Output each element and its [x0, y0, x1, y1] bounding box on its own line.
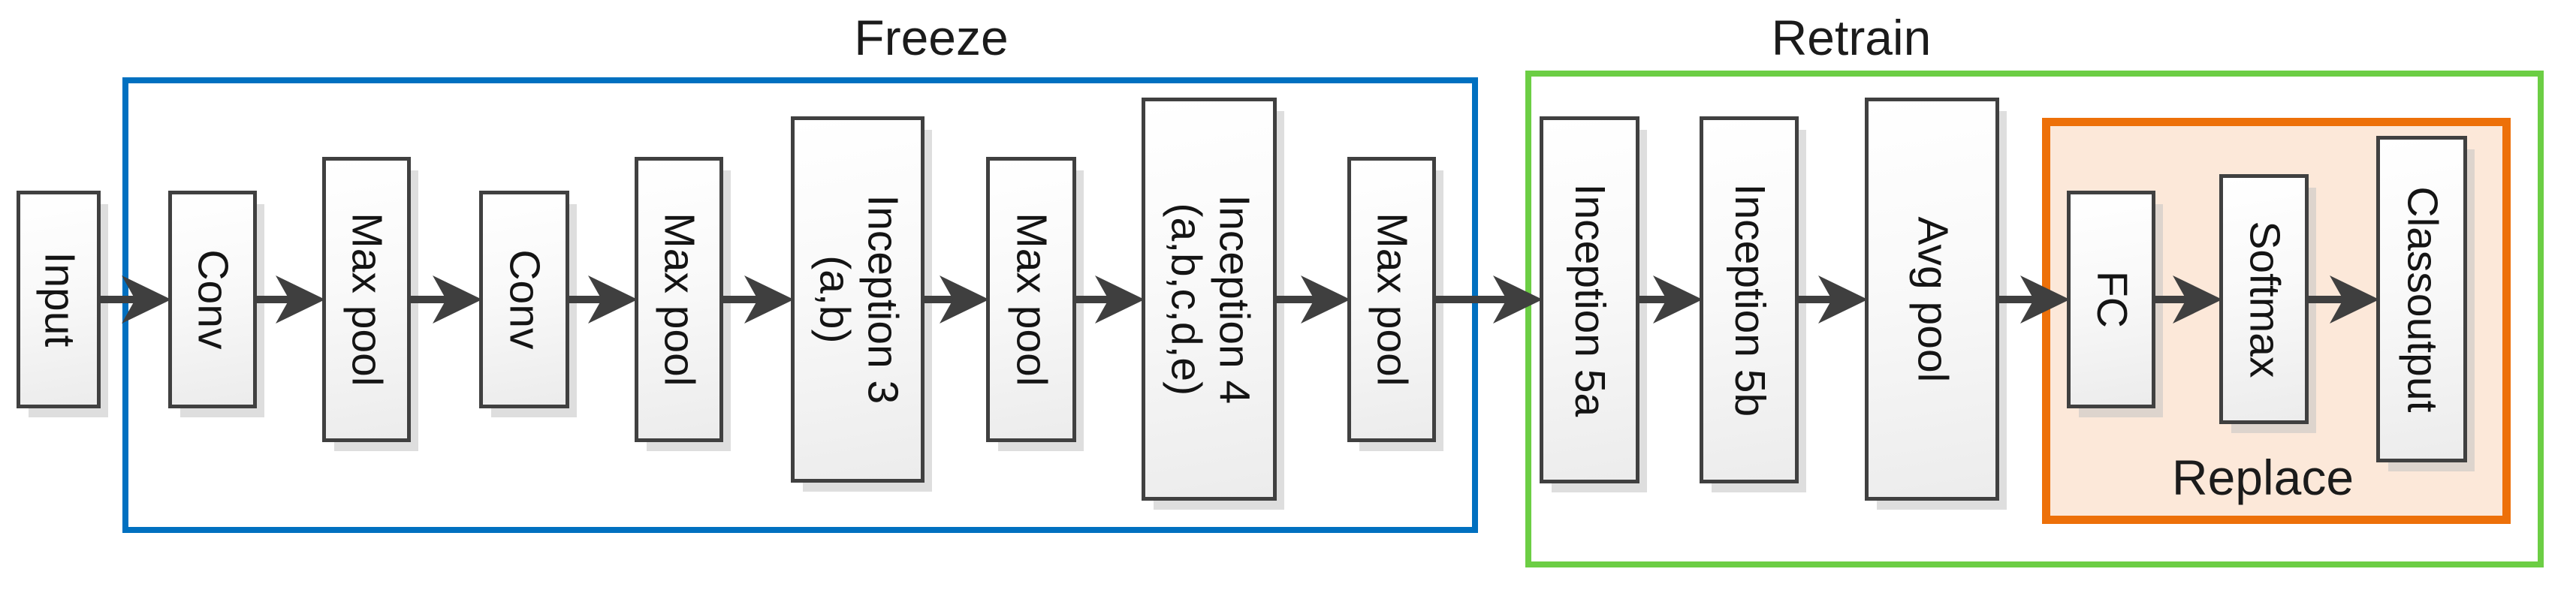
node-label: Inception 5b [1725, 183, 1774, 417]
node-max-pool-2: Max pool [635, 157, 723, 442]
node-input: Input [17, 191, 101, 408]
node-max-pool-3: Max pool [986, 157, 1076, 442]
node-label: Conv [500, 249, 549, 350]
node-inception-5b: Inception 5b [1700, 116, 1799, 483]
node-label: FC [2087, 271, 2136, 328]
node-max-pool-4: Max pool [1347, 157, 1436, 442]
node-classoutput: Classoutput [2376, 136, 2467, 462]
node-conv-2: Conv [479, 191, 569, 408]
node-label: Inception 3 (a,b) [810, 194, 906, 405]
node-label: Max pool [1368, 212, 1416, 387]
node-label: Inception 5a [1566, 183, 1615, 417]
node-avg-pool: Avg pool [1865, 98, 1999, 501]
node-inception-5a: Inception 5a [1540, 116, 1639, 483]
node-label: Conv [189, 249, 237, 350]
retrain-label: Retrain [1771, 10, 1932, 65]
node-label: Softmax [2240, 220, 2289, 378]
node-label: Classoutput [2398, 185, 2447, 412]
node-max-pool-1: Max pool [322, 157, 411, 442]
node-inception-4: Inception 4 (a,b,c,d,e) [1142, 98, 1277, 501]
replace-label: Replace [2171, 450, 2354, 505]
node-label: Inception 4 (a,b,c,d,e) [1162, 194, 1258, 404]
node-inception-3: Inception 3 (a,b) [791, 116, 925, 483]
node-fc: FC [2067, 191, 2155, 408]
node-label: Input [35, 251, 83, 348]
node-label: Max pool [342, 212, 391, 387]
freeze-label: Freeze [854, 10, 1009, 65]
node-softmax: Softmax [2219, 174, 2309, 424]
node-conv-1: Conv [168, 191, 257, 408]
node-label: Max pool [1007, 212, 1056, 387]
node-label: Avg pool [1908, 216, 1957, 382]
node-label: Max pool [655, 212, 704, 387]
